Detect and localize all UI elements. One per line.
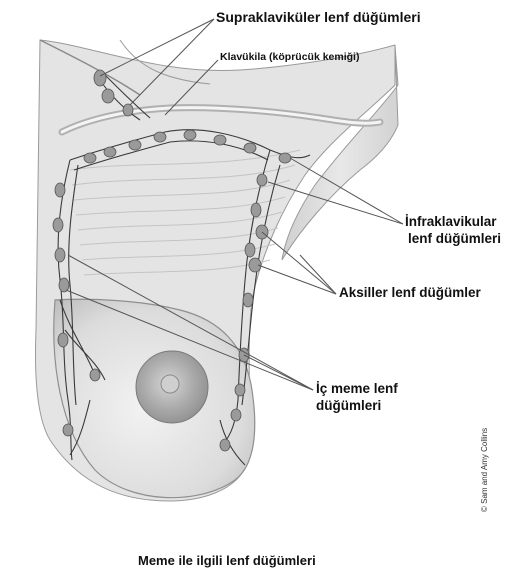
figure-caption: Meme ile ilgili lenf düğümleri bbox=[138, 553, 316, 568]
lymph-node bbox=[279, 153, 291, 163]
lymph-node bbox=[245, 243, 255, 257]
lymph-node bbox=[235, 384, 245, 396]
lymph-node bbox=[243, 293, 253, 307]
lymph-node bbox=[231, 409, 241, 421]
lymph-node bbox=[244, 143, 256, 153]
lymph-node bbox=[104, 147, 116, 157]
lymph-node bbox=[55, 183, 65, 197]
internal-mammary-label-line2: düğümleri bbox=[316, 398, 398, 415]
infraclavicular-label-line2: lenf düğümleri bbox=[405, 231, 501, 248]
lymph-node bbox=[184, 130, 196, 140]
lymph-node bbox=[53, 218, 63, 232]
lymph-node bbox=[154, 132, 166, 142]
infraclavicular-label: İnfraklavikular lenf düğümleri bbox=[405, 214, 501, 248]
lymph-node bbox=[84, 153, 96, 163]
lymph-node bbox=[90, 369, 100, 381]
lymph-node bbox=[102, 89, 114, 103]
clavicle-label: Klavükila (köprücük kemiği) bbox=[220, 51, 359, 64]
lymph-node bbox=[220, 439, 230, 451]
lymph-node bbox=[94, 70, 106, 86]
internal-mammary-label-line1: İç meme lenf bbox=[316, 381, 398, 398]
lymph-node bbox=[59, 278, 69, 292]
lymph-node bbox=[63, 424, 73, 436]
supraclavicular-label: Supraklaviküler lenf düğümleri bbox=[216, 9, 421, 27]
lymph-node bbox=[251, 203, 261, 217]
internal-mammary-label: İç meme lenf düğümleri bbox=[316, 381, 398, 415]
lymph-node bbox=[55, 248, 65, 262]
lymph-node bbox=[58, 333, 68, 347]
lymph-node bbox=[257, 174, 267, 186]
nipple bbox=[161, 375, 179, 393]
infraclavicular-label-line1: İnfraklavikular bbox=[405, 214, 501, 231]
lymph-node bbox=[129, 140, 141, 150]
image-credit: © Sam and Amy Collins bbox=[480, 428, 489, 512]
lymph-node bbox=[123, 104, 133, 116]
axillary-label: Aksiller lenf düğümler bbox=[339, 285, 481, 302]
lymph-node bbox=[214, 135, 226, 145]
